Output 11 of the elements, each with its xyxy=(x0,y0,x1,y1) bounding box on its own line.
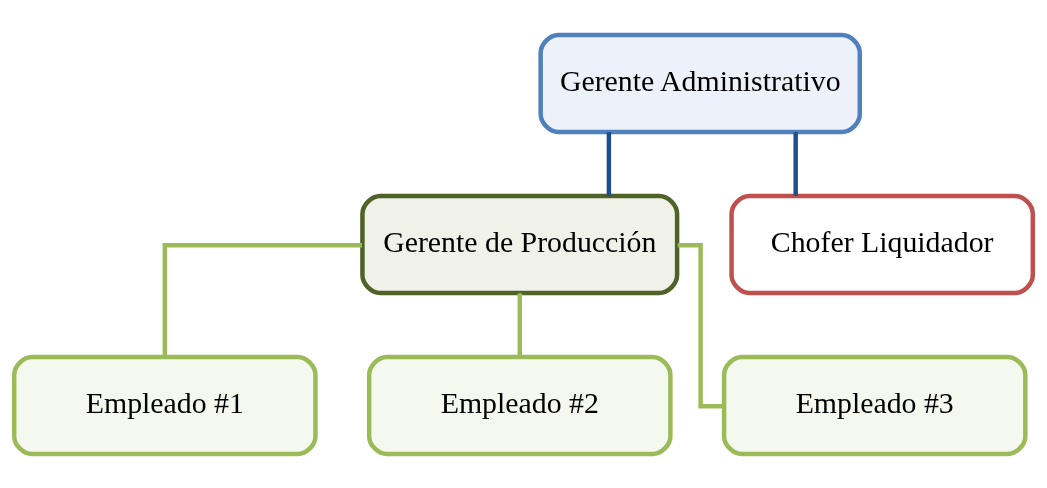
connector xyxy=(606,131,612,196)
node-box: Empleado #2 xyxy=(366,354,673,456)
connector xyxy=(517,292,522,357)
node-box: Empleado #1 xyxy=(11,354,318,456)
node-box: Gerente de Producción xyxy=(360,193,680,295)
node-box: Empleado #3 xyxy=(721,354,1028,456)
connector xyxy=(677,242,725,409)
connector xyxy=(162,242,362,357)
connector xyxy=(793,131,798,196)
node-box: Chofer Liquidador xyxy=(729,193,1036,295)
node-box: Gerente Administrativo xyxy=(538,32,863,134)
